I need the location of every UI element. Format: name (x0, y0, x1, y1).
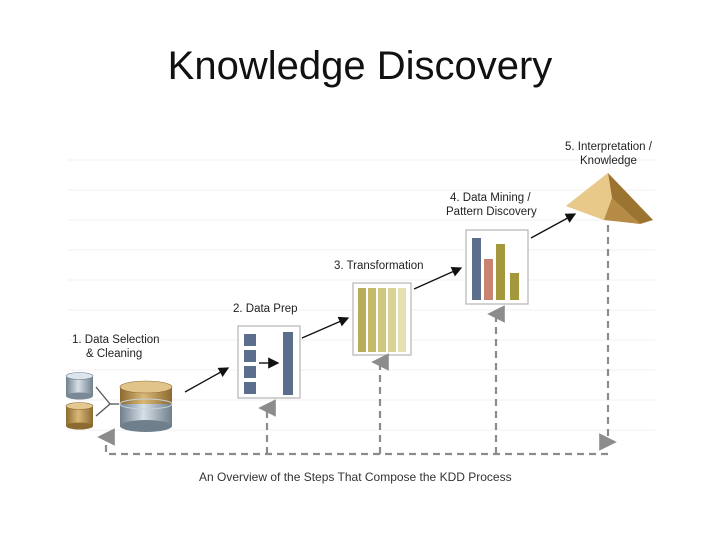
database-icon-large (119, 380, 173, 432)
step-3-label: 3. Transformation (334, 260, 423, 272)
step-5-label: 5. Interpretation / Knowledge (565, 141, 653, 167)
merge-connector (95, 386, 119, 417)
step-4-label: 4. Data Mining / Pattern Discovery (446, 192, 537, 218)
forward-arrows (184, 213, 577, 393)
svg-text:1. Data Selection: 1. Data Selection (72, 334, 160, 346)
step-2-label: 2. Data Prep (233, 303, 298, 315)
svg-text:5. Interpretation /: 5. Interpretation / (565, 141, 653, 153)
slide-title: Knowledge Discovery (167, 44, 553, 88)
feedback-loop (97, 225, 617, 456)
svg-text:3. Transformation: 3. Transformation (334, 260, 423, 272)
data-prep-document-icon (237, 325, 301, 399)
pattern-bar-chart-icon (465, 229, 529, 305)
database-icon-small-gold (65, 402, 94, 430)
svg-text:4. Data Mining /: 4. Data Mining / (450, 192, 531, 204)
svg-text:Knowledge: Knowledge (580, 155, 637, 167)
knowledge-prism-icon (566, 173, 653, 224)
svg-text:& Cleaning: & Cleaning (86, 348, 142, 360)
transformation-document-icon (352, 282, 412, 356)
svg-text:Pattern Discovery: Pattern Discovery (446, 206, 537, 218)
database-icon-small-steel (65, 372, 94, 400)
svg-text:2. Data Prep: 2. Data Prep (233, 303, 298, 315)
step-1-label: 1. Data Selection & Cleaning (72, 334, 160, 360)
figure-caption: An Overview of the Steps That Compose th… (199, 470, 512, 484)
